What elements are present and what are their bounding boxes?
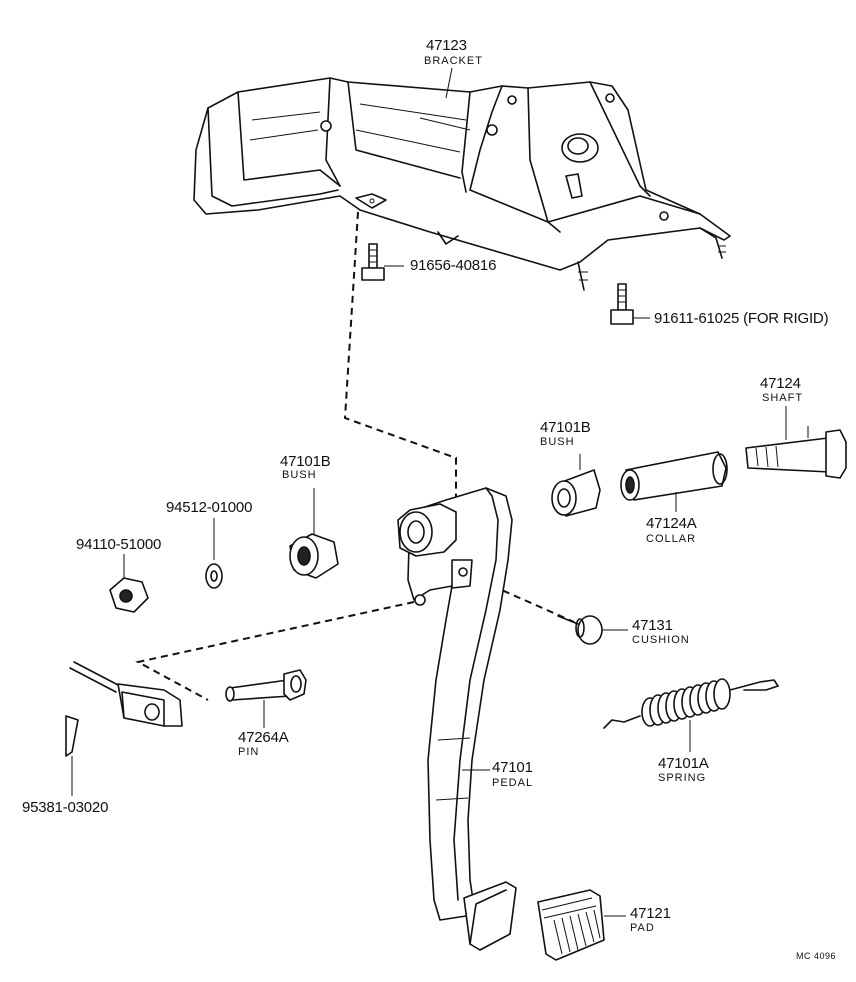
bush-left-part-number: 47101B — [280, 453, 331, 470]
spring-drawing — [603, 678, 779, 752]
shaft-part-name: SHAFT — [762, 392, 804, 404]
bracket-part-name: BRACKET — [424, 55, 483, 67]
clevis-drawing — [69, 661, 183, 727]
pedal-part-name: PEDAL — [492, 777, 534, 789]
cotter-pin-drawing — [65, 715, 79, 796]
spring-part-number: 47101A — [658, 755, 709, 772]
bolt-a-part-number: 91656-40816 — [410, 257, 497, 274]
bolt-b-part-number: 91611-61025 (FOR RIGID) — [654, 310, 829, 327]
pin-part-name: PIN — [238, 746, 260, 758]
pin-part-number: 47264A — [238, 729, 289, 746]
guide-dashed-bracket — [343, 211, 457, 500]
bush-left-part-name: BUSH — [282, 469, 317, 481]
nut-drawing — [109, 554, 149, 613]
pedal-part-number: 47101 — [492, 759, 533, 776]
collar-part-number: 47124A — [646, 515, 697, 532]
bush-right-part-number: 47101B — [540, 419, 591, 436]
pedal-drawing — [397, 487, 517, 951]
nut-part-number: 94110-51000 — [76, 536, 162, 553]
shaft-drawing — [745, 426, 847, 479]
cushion-part-number: 47131 — [632, 617, 673, 634]
cotter-pin-part-number: 95381-03020 — [22, 799, 109, 816]
guide-dashed-pin — [135, 601, 415, 701]
leader-bracket — [445, 67, 453, 99]
collar-part-name: COLLAR — [646, 533, 697, 545]
diagram-code: MC 4096 — [796, 951, 837, 961]
bolt-91656-40816-drawing — [361, 243, 404, 281]
bush-right-drawing — [551, 454, 601, 517]
pin-drawing — [225, 669, 307, 728]
cushion-drawing — [557, 615, 628, 645]
pad-drawing — [537, 889, 626, 961]
pad-part-name: PAD — [630, 922, 655, 934]
washer-part-number: 94512-01000 — [166, 499, 253, 516]
bolt-91611-61025-drawing — [610, 283, 650, 325]
pad-part-number: 47121 — [630, 905, 671, 922]
bush-left-drawing — [289, 488, 339, 579]
washer-drawing — [205, 518, 223, 589]
spring-part-name: SPRING — [658, 772, 707, 784]
shaft-part-number: 47124 — [760, 375, 801, 392]
bracket-drawing — [193, 77, 731, 291]
bush-right-part-name: BUSH — [540, 436, 575, 448]
cushion-part-name: CUSHION — [632, 634, 690, 646]
collar-drawing — [620, 451, 728, 512]
bracket-part-number: 47123 — [426, 37, 467, 54]
